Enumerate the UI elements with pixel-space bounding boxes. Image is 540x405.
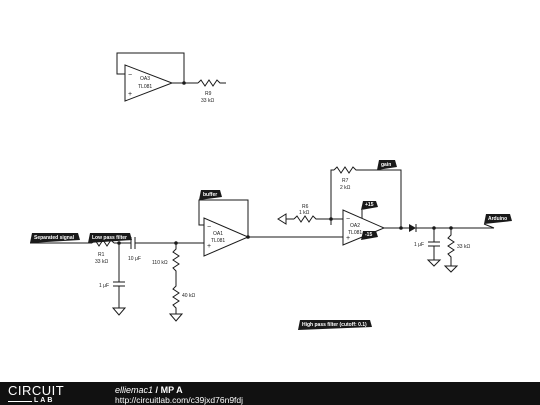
r1-value: 33 kΩ [95,259,108,265]
oa2-plus-pin: + [346,235,350,242]
resistor-r6[interactable]: R6 1 kΩ [293,204,343,223]
oa1-minus-pin: − [207,224,211,231]
logo-underline [8,401,32,402]
credit-separator: / [155,385,159,395]
oa2-name: OA2 [350,223,360,229]
diode[interactable] [409,224,417,232]
capacitor-lowpass-1uf[interactable]: 1 μF [99,243,125,308]
flag-vplus-text: +15 [365,202,374,208]
flag-vplus[interactable]: +15 [361,201,378,210]
flag-buffer[interactable]: buffer [199,190,222,200]
wire-arduino-flag [483,223,495,229]
opamp-oa3[interactable]: − + OA3 TL081 [124,64,174,102]
ground-symbol [168,313,184,322]
schematic-credit: elliemac1 / MP A [115,385,183,395]
flag-separated-text: Separated signal [34,235,75,241]
r1-name: R1 [98,252,105,258]
flag-separated-signal[interactable]: Separated signal [30,233,80,243]
ground-symbol [277,213,287,225]
oa1-name: OA1 [213,231,223,237]
flag-highpass-filter[interactable]: High pass filter (cutoff: 0.1) [298,320,372,330]
flag-arduino[interactable]: Arduino [484,214,512,224]
flag-highpass-text: High pass filter (cutoff: 0.1) [302,322,367,328]
flag-lowpass-filter[interactable]: Low pass filter [88,233,132,243]
r6-name: R6 [302,204,309,210]
footer-bar: CIRCUIT LAB elliemac1 / MP A http://circ… [0,382,540,405]
oa1-model: TL081 [211,238,225,244]
c-out-value: 1 μF [414,242,424,248]
r7-name: R7 [342,178,349,184]
resistor-r9[interactable]: R9 33 kΩ [197,79,226,104]
flag-lowpass-text: Low pass filter [92,235,127,241]
r-out-value: 33 kΩ [457,244,470,250]
ground-symbol [443,265,459,273]
ground-symbol [111,307,127,316]
oa3-plus-pin: + [128,91,132,98]
capacitor-output-1uf[interactable]: 1 μF [414,228,440,260]
oa3-name: OA3 [140,76,150,82]
ground-symbol [426,259,442,267]
flag-gain-text: gain [381,162,391,168]
resistor-110k[interactable]: 110 kΩ [152,243,180,280]
c-lp-value: 1 μF [99,283,109,289]
oa2-minus-pin: − [346,216,350,223]
c-series-value: 10 μF [128,256,141,262]
flag-vminus[interactable]: -15 [361,231,378,240]
capacitor-series-10uf[interactable]: 10 μF [128,237,141,262]
opamp-oa1[interactable]: − + OA1 TL081 [203,217,250,257]
circuitlab-logo[interactable]: CIRCUIT [8,383,65,398]
schematic-url[interactable]: http://circuitlab.com/c39jxd76n9fdj [115,395,244,405]
schematic-canvas: − + OA3 TL081 R9 33 kΩ Separated signal … [30,52,512,330]
oa3-minus-pin: − [128,72,132,79]
oa3-model: TL081 [138,84,152,90]
flag-gain[interactable]: gain [377,160,397,170]
schematic-title: MP A [160,385,183,395]
resistor-40k[interactable]: 40 kΩ [172,280,195,314]
r9-name: R9 [205,91,212,97]
oa2-model: TL081 [348,230,362,236]
flag-vminus-text: -15 [365,232,372,238]
circuitlab-logo-lab: LAB [34,397,55,404]
oa3-wiring [116,52,198,85]
r-110k-value: 110 kΩ [152,260,168,266]
oa1-wiring [198,199,331,239]
r9-value: 33 kΩ [201,98,214,104]
opamp-oa2[interactable]: − + OA2 TL081 [342,209,386,246]
resistor-r1[interactable]: R1 33 kΩ [91,239,115,265]
oa1-plus-pin: + [207,243,211,250]
flag-arduino-text: Arduino [488,216,507,222]
resistor-r7[interactable]: R7 2 kΩ [333,166,360,191]
r7-value: 2 kΩ [340,185,351,191]
author-link[interactable]: elliemac1 [115,385,154,395]
r-40k-value: 40 kΩ [182,293,195,299]
r6-value: 1 kΩ [299,210,310,216]
flag-buffer-text: buffer [203,192,217,198]
feedback-wire [330,169,402,229]
resistor-output-33k[interactable]: 33 kΩ [447,228,470,266]
